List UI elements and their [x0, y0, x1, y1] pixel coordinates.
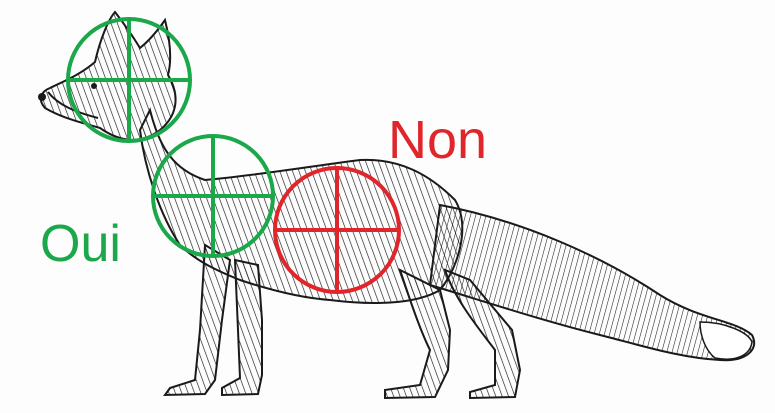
target-belly	[275, 168, 399, 292]
fox-front-leg-left	[165, 245, 230, 395]
fox-head	[41, 12, 176, 140]
target-head	[68, 19, 190, 141]
target-chest	[153, 136, 273, 256]
label-no: Non	[388, 113, 487, 167]
label-yes: Oui	[40, 218, 121, 270]
